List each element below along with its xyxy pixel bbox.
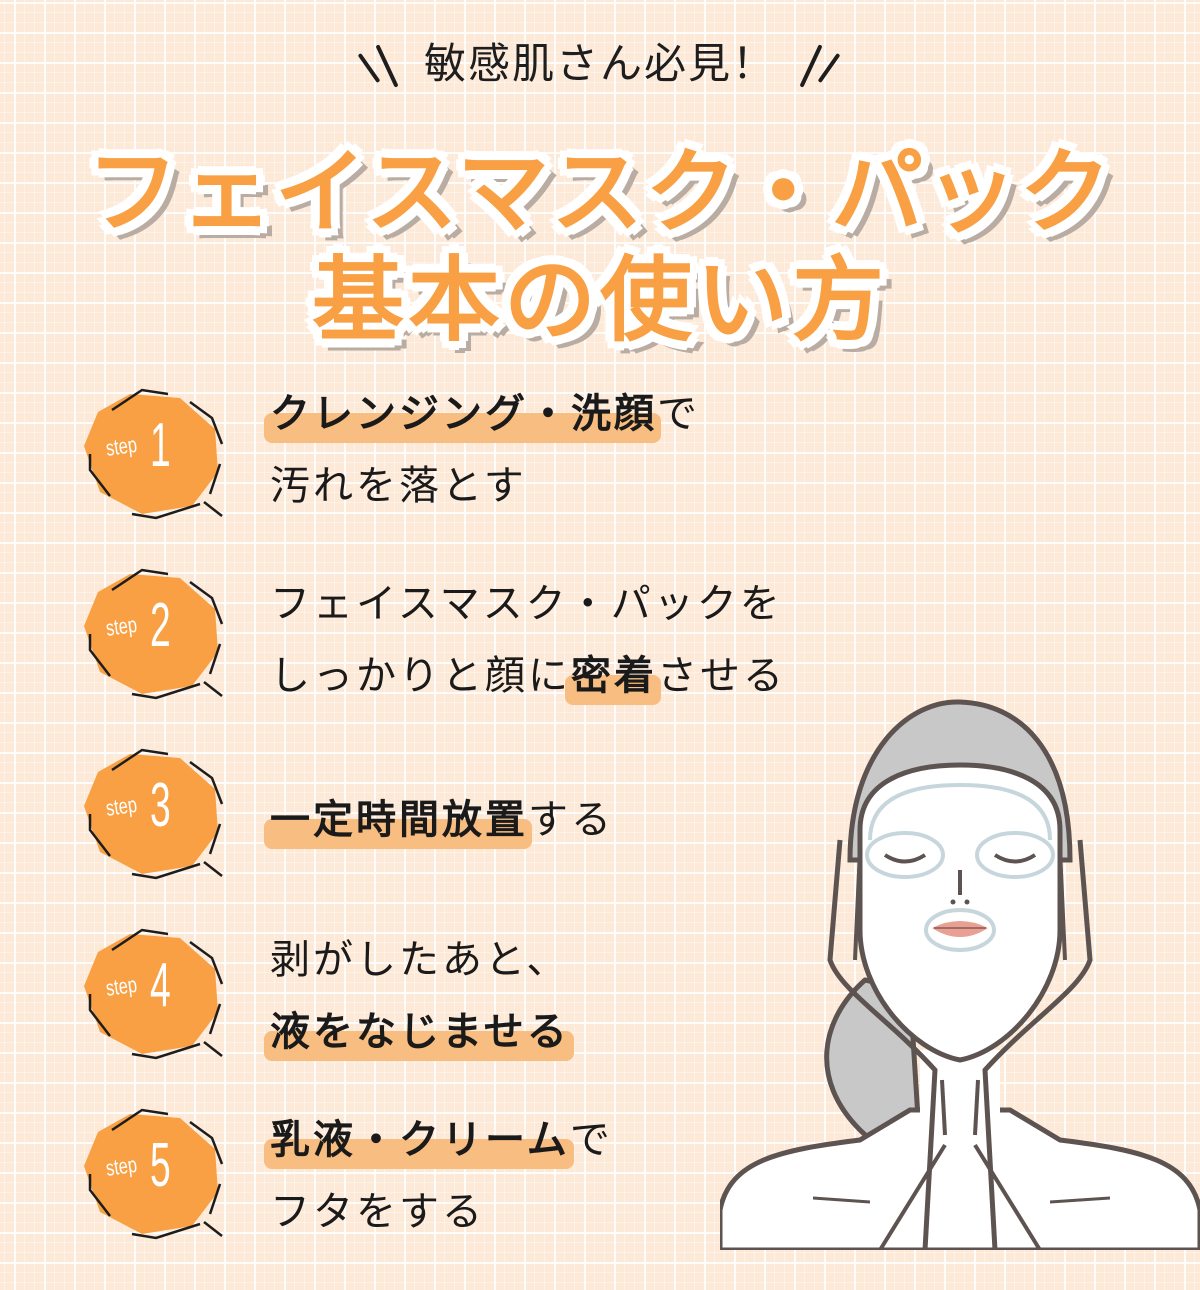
step-2: step 2 フェイスマスク・パックを しっかりと顔に密着させる: [70, 564, 783, 714]
woman-sheet-mask-illustration: [717, 690, 1200, 1253]
step-text-rest: で: [657, 391, 700, 437]
kicker-text: 敏感肌さん必見！: [423, 39, 776, 88]
page-title-line1: フェイスマスク・パック: [86, 138, 1114, 247]
step-highlight: 乳液・クリーム: [270, 1117, 570, 1163]
step-text-line2: フタをする: [270, 1189, 485, 1235]
step-3: step 3 一定時間放置する: [70, 744, 750, 894]
step-highlight: 一定時間放置: [270, 797, 528, 843]
step-highlight: 液をなじませる: [270, 1009, 570, 1055]
step-text-line1: フェイスマスク・パックを: [270, 581, 783, 627]
step-number: 3: [150, 771, 171, 840]
step-text-line2: 汚れを落とす: [270, 463, 527, 509]
octagon-badge-icon: [84, 568, 224, 700]
step-label: step: [104, 431, 139, 461]
step-label: step: [104, 1151, 139, 1181]
octagon-badge-icon: [84, 1108, 224, 1240]
step-label: step: [104, 791, 139, 821]
step-highlight: 密着: [571, 653, 657, 699]
step-badge: step 1: [70, 384, 230, 524]
step-text-pre: しっかりと顔に: [270, 653, 571, 699]
octagon-badge-icon: [84, 388, 224, 520]
step-number: 4: [150, 951, 171, 1020]
step-text: 剥がしたあと、 液をなじませる: [270, 924, 570, 1068]
emphasis-lines-left-icon: [357, 43, 403, 91]
step-number: 2: [150, 591, 171, 660]
step-text: 乳液・クリームで フタをする: [270, 1104, 613, 1248]
step-badge: step 4: [70, 924, 230, 1064]
step-text: フェイスマスク・パックを しっかりと顔に密着させる: [270, 568, 786, 712]
step-text: クレンジング・洗顔で 汚れを落とす: [270, 378, 700, 522]
step-text-rest: する: [528, 797, 614, 843]
step-text-line1: 剥がしたあと、: [270, 937, 570, 983]
step-number: 1: [150, 411, 171, 480]
step-5: step 5 乳液・クリームで フタをする: [70, 1104, 750, 1254]
step-label: step: [104, 971, 139, 1001]
step-text-rest: で: [569, 1117, 613, 1163]
step-highlight: クレンジング・洗顔: [270, 391, 657, 437]
kicker-heading: 敏感肌さん必見！: [0, 30, 1200, 91]
step-text-rest: させる: [657, 653, 786, 699]
octagon-badge-icon: [84, 928, 224, 1060]
step-badge: step 5: [70, 1104, 230, 1244]
page-title-line2: 基本の使い方: [311, 246, 888, 355]
step-number: 5: [150, 1131, 171, 1200]
step-badge: step 3: [70, 744, 230, 884]
step-badge: step 2: [70, 564, 230, 704]
step-4: step 4 剥がしたあと、 液をなじませる: [70, 924, 750, 1074]
step-label: step: [104, 611, 139, 641]
step-1: step 1 クレンジング・洗顔で 汚れを落とす: [70, 384, 750, 534]
emphasis-lines-right-icon: [797, 43, 841, 91]
step-text: 一定時間放置する: [270, 784, 614, 856]
octagon-badge-icon: [84, 748, 224, 880]
